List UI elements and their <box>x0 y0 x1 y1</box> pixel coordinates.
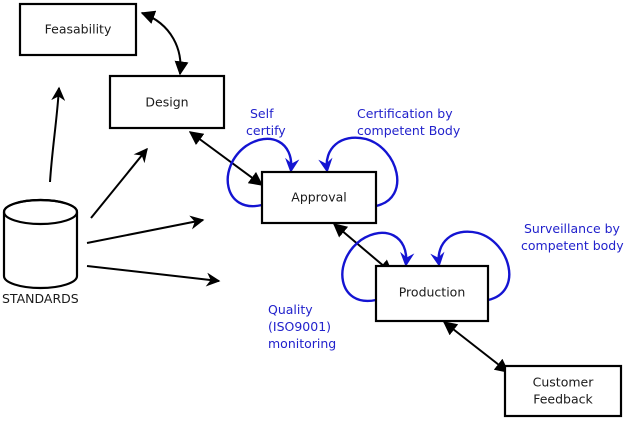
connector-approval-production <box>332 223 394 274</box>
annotation-quality-line3: monitoring <box>268 336 336 351</box>
annotation-self-certify-line2: certify <box>246 123 286 138</box>
standards-cylinder-top <box>2 198 79 226</box>
annotation-quality-line1: Quality <box>268 302 313 317</box>
annotation-certification-by-competent-body: Certification by competent Body <box>357 106 461 138</box>
design-label: Design <box>145 95 188 110</box>
production-box[interactable] <box>374 264 490 323</box>
connector-production-customer-feedback <box>442 321 510 373</box>
standards-label: STANDARDS <box>2 291 79 306</box>
customer-feedback-label-line2: Feedback <box>533 392 593 407</box>
connector-standards-approval <box>86 215 205 244</box>
annotation-quality-line2: (ISO9001) <box>268 319 331 334</box>
feasability-box[interactable] <box>18 2 138 57</box>
connector-standards-design <box>90 147 148 219</box>
node-design[interactable]: Design <box>108 74 226 130</box>
approval-label: Approval <box>291 190 346 205</box>
annotation-self-certify: Self certify <box>246 106 286 138</box>
node-feasability[interactable]: Feasability <box>18 2 138 57</box>
standards-cylinder-body[interactable] <box>2 198 79 290</box>
loop-production-surveillance <box>430 230 511 302</box>
loop-approval-self-certify <box>226 137 300 208</box>
customer-feedback-label-line1: Customer <box>533 375 595 390</box>
connector-feasability-design <box>140 10 189 76</box>
node-customer-feedback[interactable]: Customer Feedback <box>503 364 623 418</box>
node-production[interactable]: Production <box>374 264 490 323</box>
loop-production-quality <box>341 231 415 303</box>
feasability-label: Feasability <box>45 22 112 37</box>
annotation-certification-line1: Certification by <box>357 106 453 121</box>
node-approval[interactable]: Approval <box>260 170 378 225</box>
annotation-certification-line2: competent Body <box>357 123 461 138</box>
connector-standards-feasability <box>49 86 66 183</box>
connector-design-approval <box>188 131 264 186</box>
design-box[interactable] <box>108 74 226 130</box>
annotation-surveillance-by-competent-body: Surveillance by competent body <box>521 221 624 253</box>
annotation-surveillance-line1: Surveillance by <box>524 221 621 236</box>
annotation-self-certify-line1: Self <box>250 106 274 121</box>
loop-approval-certification <box>318 136 399 208</box>
approval-box[interactable] <box>260 170 378 225</box>
production-label: Production <box>399 285 466 300</box>
customer-feedback-box[interactable] <box>503 364 623 418</box>
connector-standards-production <box>86 265 221 287</box>
annotation-quality-iso9001-monitoring: Quality (ISO9001) monitoring <box>268 302 336 351</box>
annotation-surveillance-line2: competent body <box>521 238 624 253</box>
node-standards-datastore[interactable]: STANDARDS <box>2 198 79 306</box>
